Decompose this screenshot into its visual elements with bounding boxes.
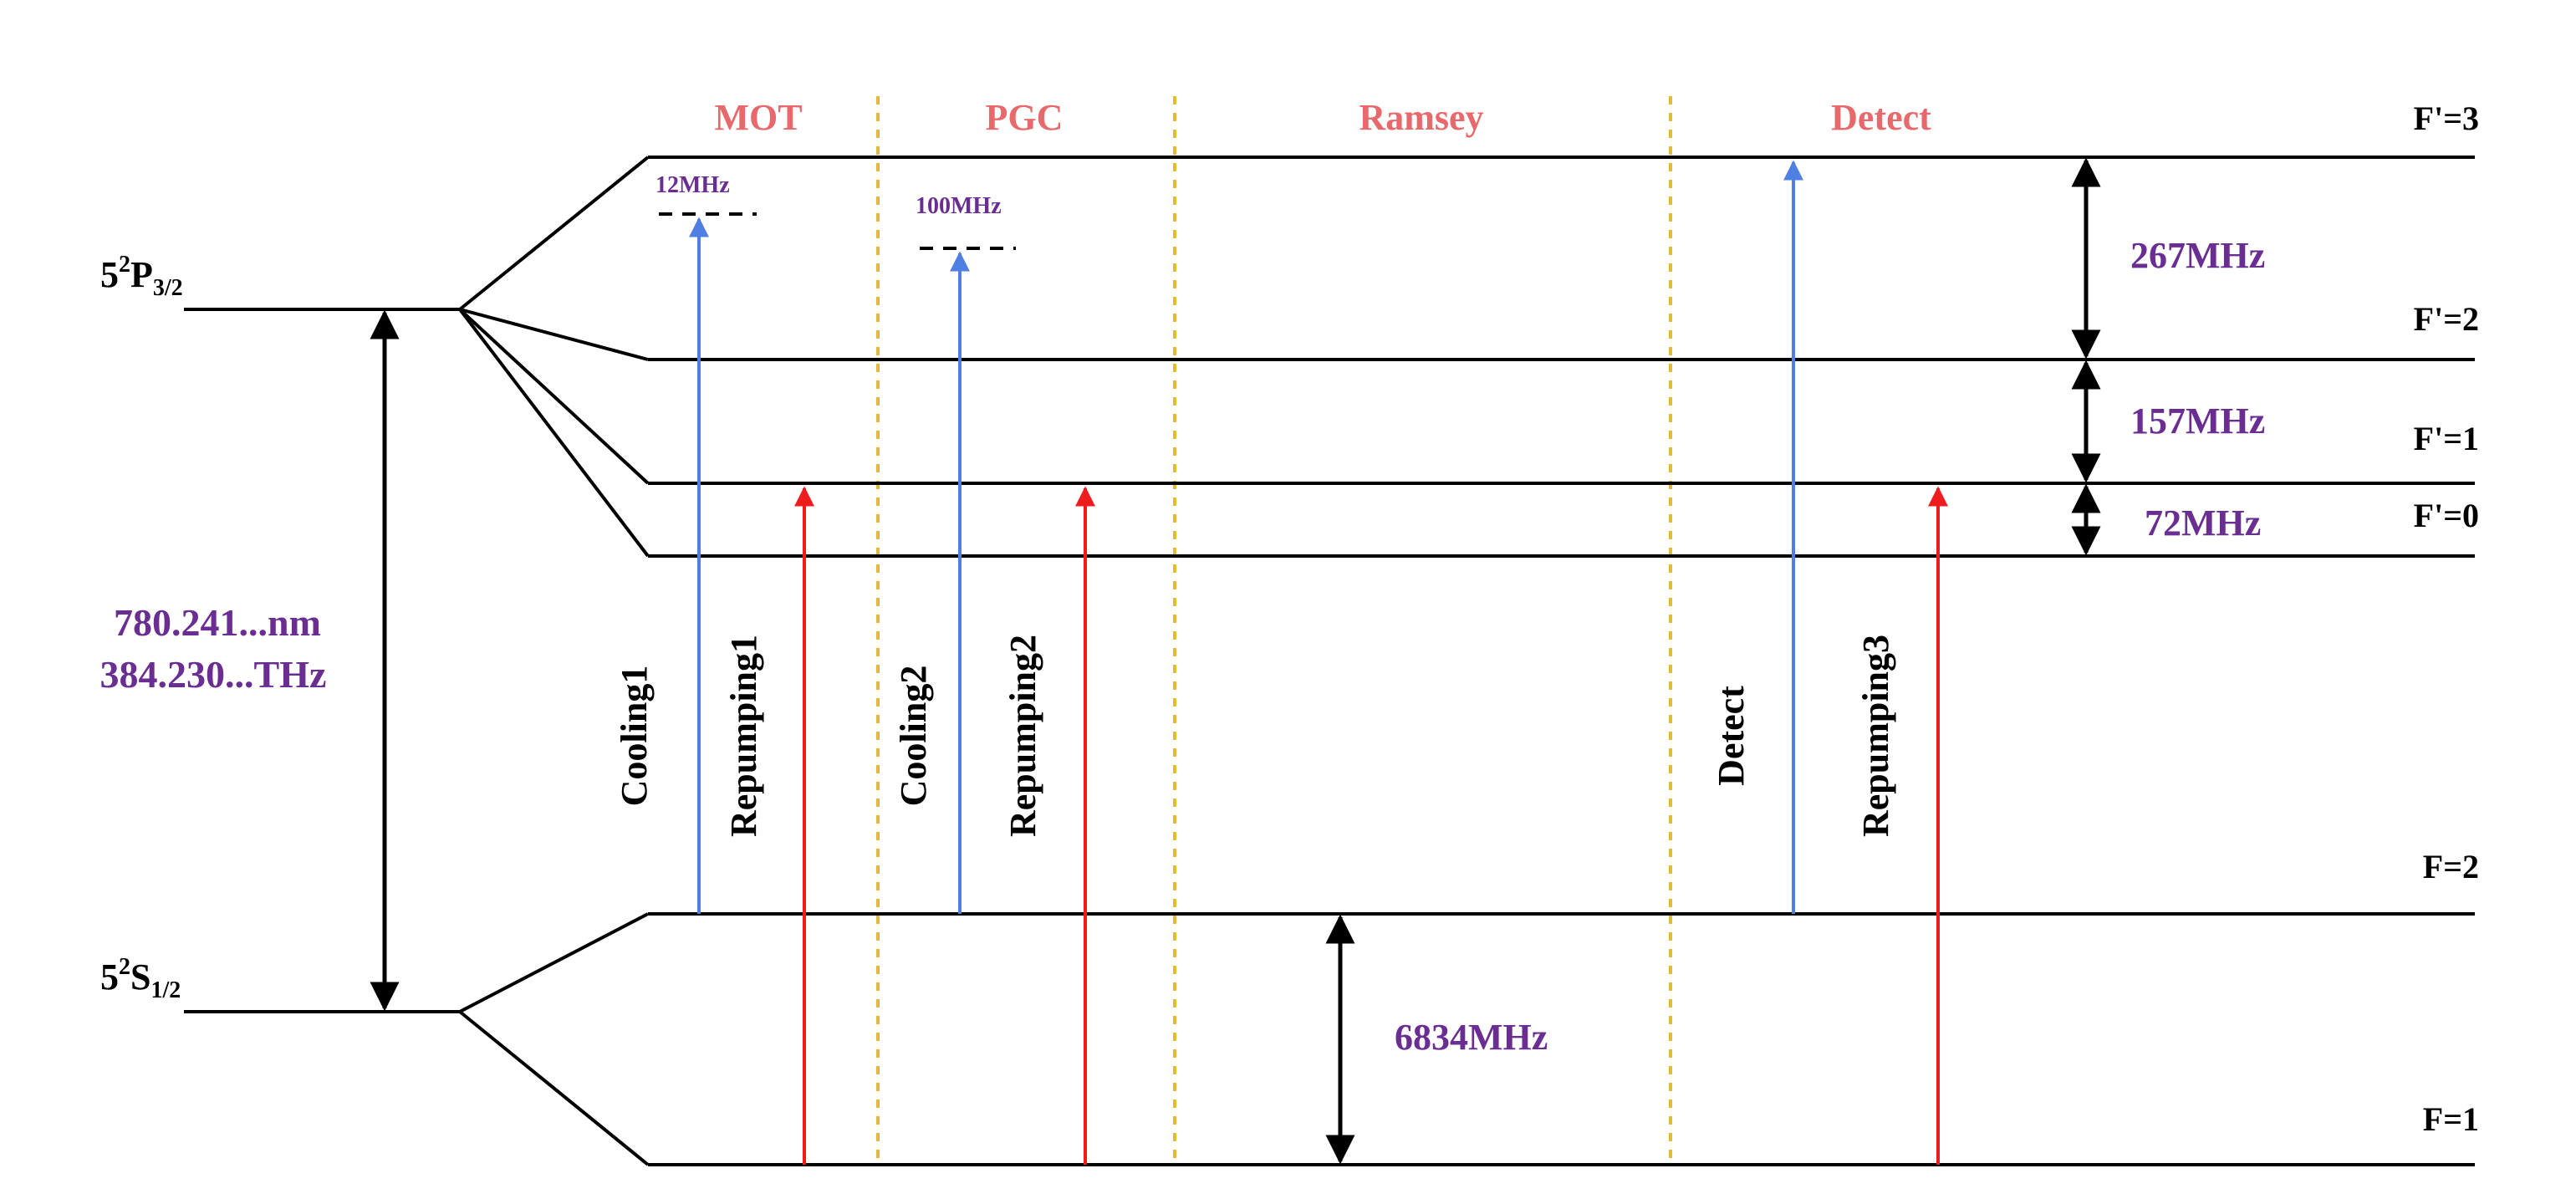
fan-line-fp0 (458, 308, 650, 558)
laser-beams (689, 160, 1948, 1165)
phase-label-detect: Detect (1831, 97, 1931, 138)
splitting-arrows (370, 157, 2101, 1165)
fan-line-fp1 (458, 308, 650, 485)
splitting-label-72mhz: 72MHz (2145, 503, 2261, 543)
detuning-label-mot: 12MHz (655, 172, 730, 198)
fan-line-fp2 (459, 308, 649, 361)
state-label-s12: 52S1/2 (100, 954, 181, 1003)
level-label-fp0: F'=0 (2414, 497, 2479, 534)
beam-label-repumping1: Repumping1 (723, 635, 764, 837)
level-label-fp2: F'=2 (2414, 300, 2479, 338)
transition-frequency: 384.230...THz (100, 653, 327, 696)
energy-levels (184, 156, 2475, 1166)
state-label-p32: 52P3/2 (100, 252, 183, 301)
beam-label-cooling2: Cooling2 (893, 666, 934, 807)
level-label-fp1: F'=1 (2414, 420, 2479, 457)
detuning-labels: 12MHz 100MHz (655, 172, 1002, 219)
level-label-fp3: F'=3 (2414, 99, 2479, 137)
state-labels: 52P3/2 52S1/2 (100, 252, 183, 1003)
beam-label-cooling1: Cooling1 (614, 666, 655, 807)
level-labels: F'=3 F'=2 F'=1 F'=0 F=2 F=1 (2414, 99, 2479, 1138)
detuning-label-pgc: 100MHz (916, 193, 1002, 219)
phase-dividers (876, 96, 1672, 1166)
phase-labels: MOT PGC Ramsey Detect (714, 97, 1931, 138)
phase-label-mot: MOT (714, 97, 802, 138)
beam-label-detect: Detect (1711, 686, 1752, 786)
transition-wavelength: 780.241...nm (114, 601, 321, 644)
phase-label-pgc: PGC (986, 97, 1064, 138)
fan-line-fp3 (458, 156, 650, 311)
fan-line-f2 (459, 912, 649, 1013)
transition-labels: 780.241...nm 384.230...THz (100, 601, 327, 696)
phase-label-ramsey: Ramsey (1359, 97, 1483, 138)
fan-line-f1 (458, 1010, 650, 1166)
splitting-label-6834mhz: 6834MHz (1395, 1017, 1548, 1058)
beam-label-repumping2: Repumping2 (1002, 635, 1043, 837)
splitting-labels: 267MHz 157MHz 72MHz 6834MHz (1395, 235, 2265, 1058)
splitting-label-267mhz: 267MHz (2130, 235, 2265, 276)
detuning-levels (659, 212, 1016, 250)
level-label-f1: F=1 (2423, 1100, 2479, 1138)
splitting-label-157mhz: 157MHz (2130, 400, 2265, 441)
beam-label-repumping3: Repumping3 (1855, 635, 1896, 837)
level-label-f2: F=2 (2423, 848, 2479, 885)
beam-labels: Cooling1 Repumping1 Cooling2 Repumping2 … (614, 635, 1896, 837)
